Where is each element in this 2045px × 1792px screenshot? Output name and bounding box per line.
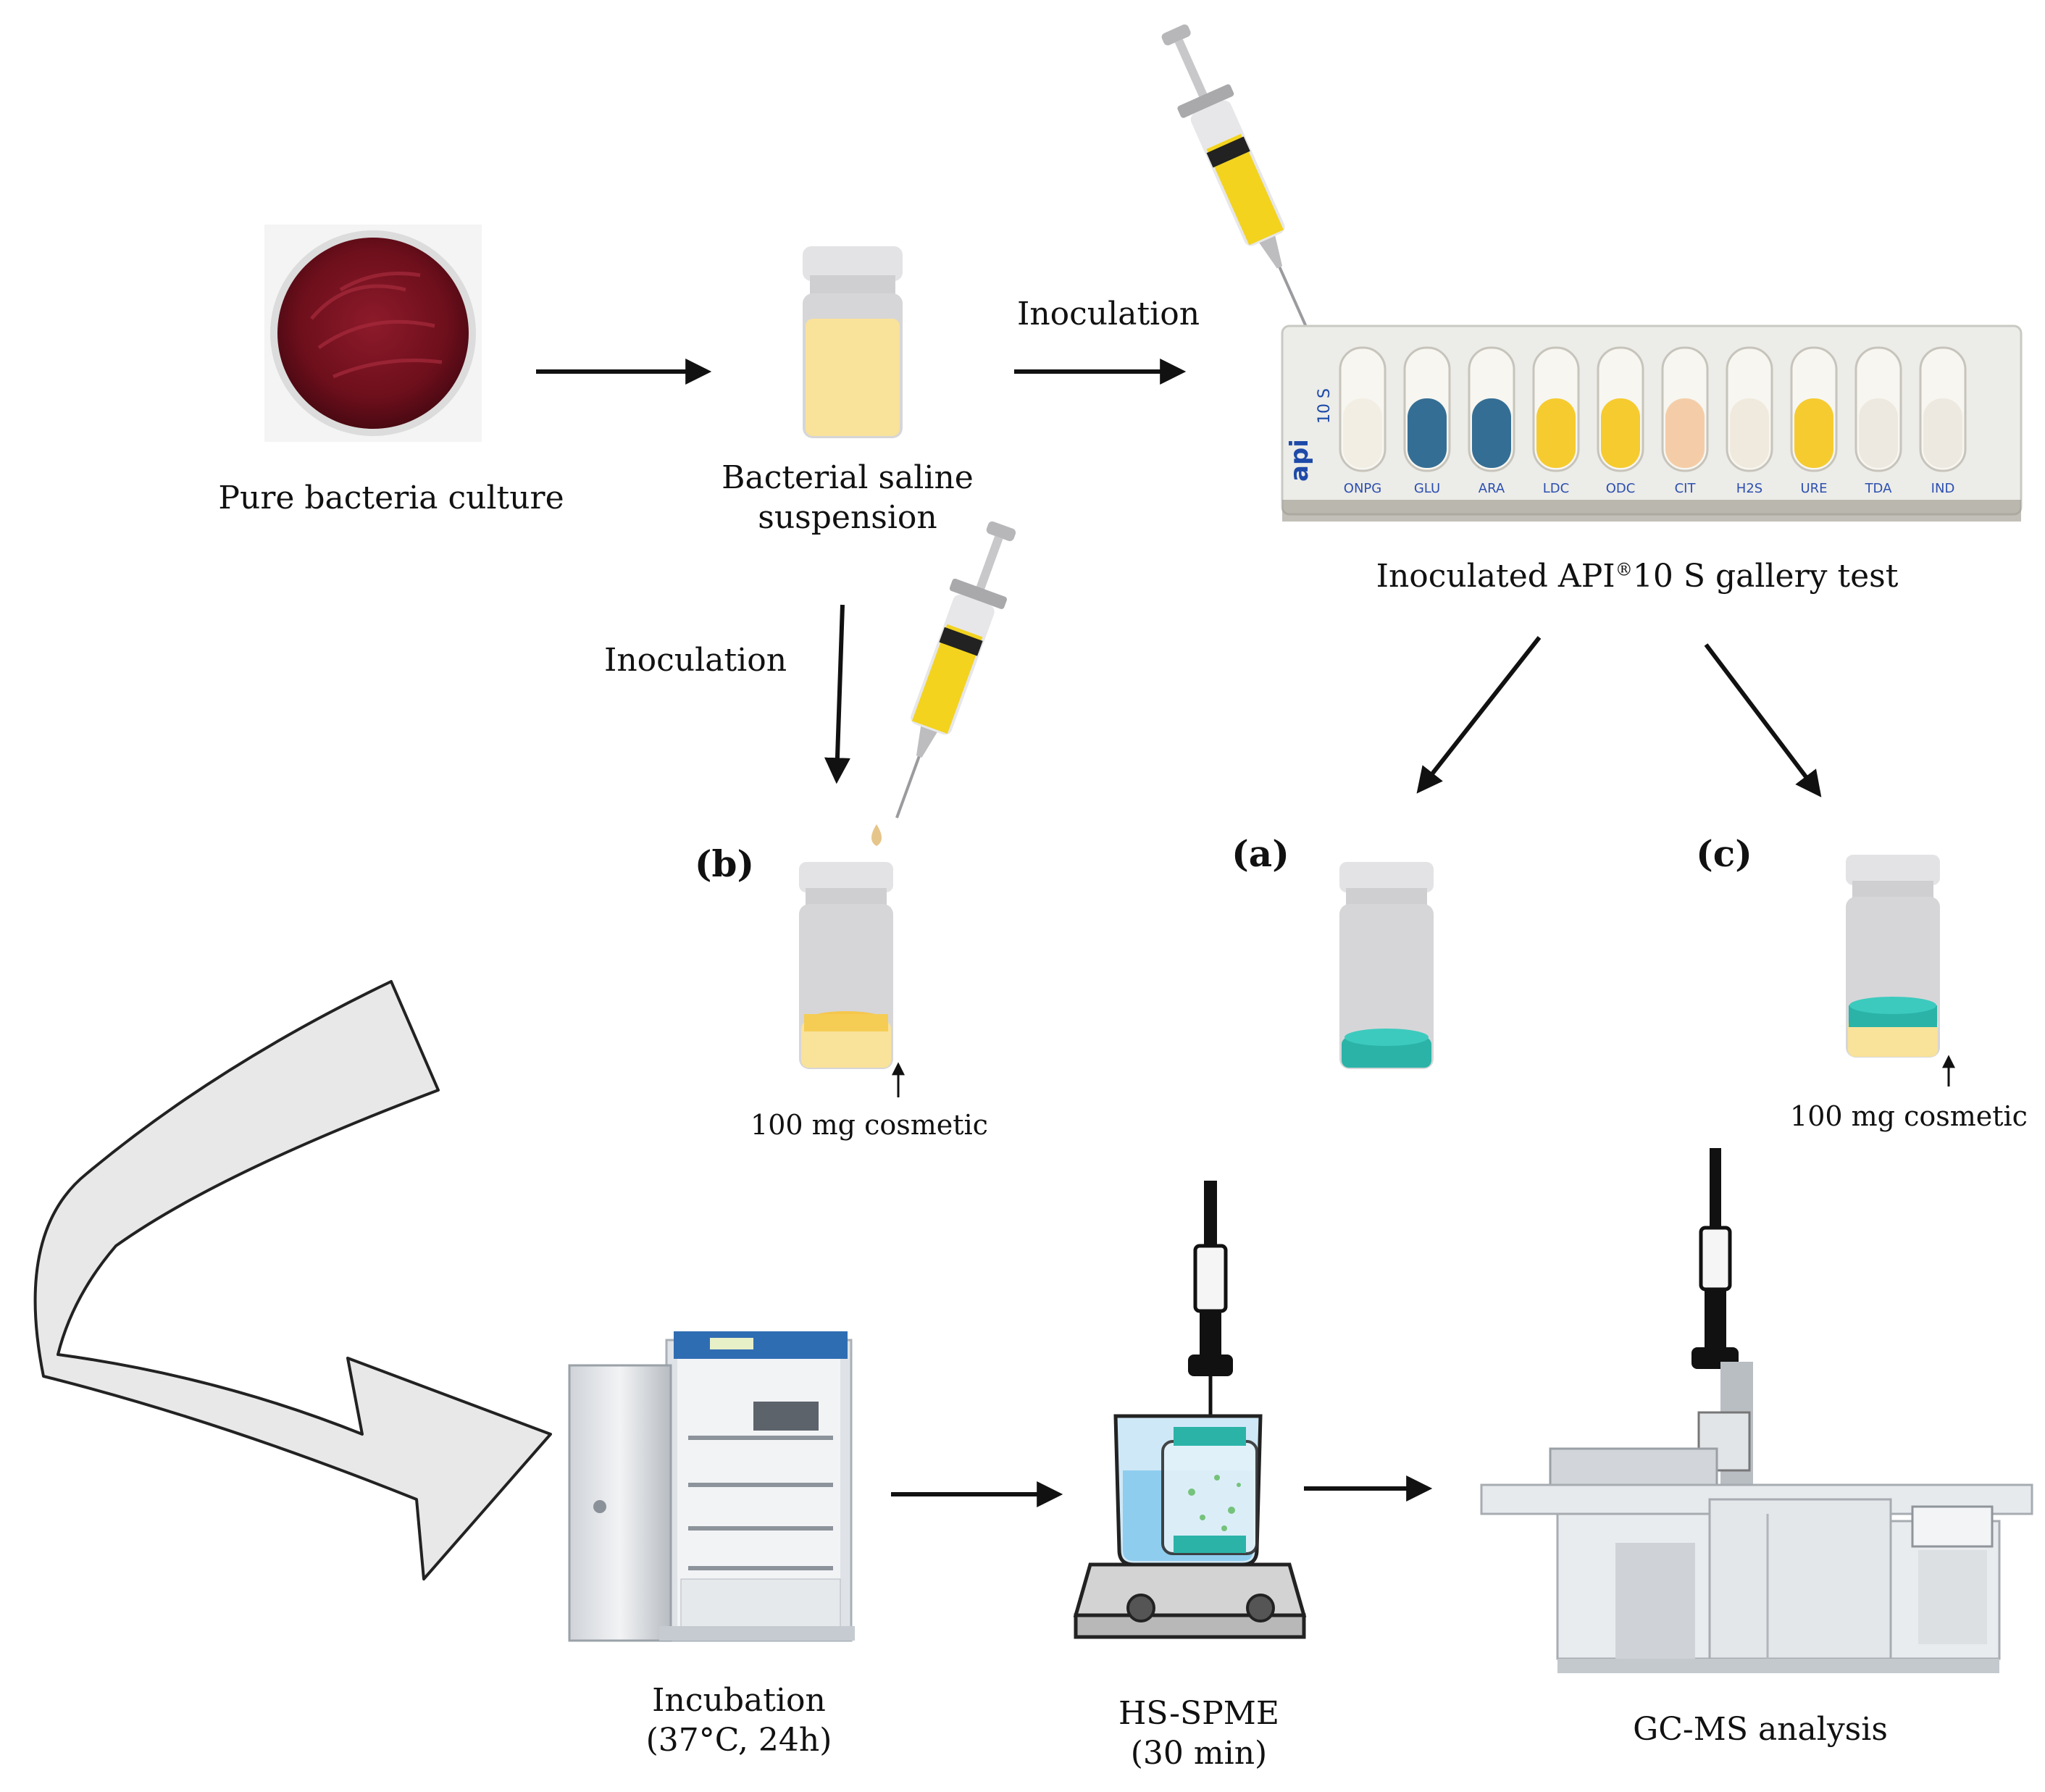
api-test-label: LDC [1543, 481, 1569, 496]
gcms-label: GC-MS analysis [1633, 1711, 1888, 1748]
pure-culture-label: Pure bacteria culture [218, 480, 564, 516]
api-well-liquid [1794, 398, 1833, 468]
api-well-liquid [1343, 398, 1382, 468]
arrow-suspension-to-b [824, 604, 850, 784]
hsspme-label-line1: HS-SPME [1118, 1695, 1279, 1732]
syringe-middle-icon [895, 521, 1016, 818]
api-well-liquid [1665, 398, 1705, 468]
api-test-label: GLU [1414, 481, 1440, 496]
api-code: 10 S [1316, 388, 1334, 424]
api-test-label: ODC [1606, 481, 1636, 496]
api-gallery-label: Inoculated API®10 S gallery test [1362, 556, 1912, 596]
vial-a-icon [1339, 862, 1434, 1069]
gcms-icon [1480, 1148, 2033, 1673]
hsspme-label: HS-SPME (30 min) [1079, 1693, 1318, 1773]
panel-b-label: (b) [694, 842, 755, 885]
suspension-label-line1: Bacterial saline [722, 459, 974, 496]
incubation-label-line1: Incubation [652, 1682, 826, 1719]
api-test-label: URE [1800, 481, 1827, 496]
api-test-label: TDA [1865, 481, 1893, 496]
api-test-label: CIT [1675, 481, 1697, 496]
api-well-liquid [1601, 398, 1640, 468]
vial-c-icon [1846, 855, 1940, 1058]
vial-b-icon [799, 862, 893, 1069]
api-well-liquid [1730, 398, 1769, 468]
api-brand-logo: api 10 S [1285, 388, 1334, 482]
api-test-label: ARA [1479, 481, 1505, 496]
api-strip-icon: api 10 S ONPG GLU ARA LDC ODC CIT H2S URE TDA IND [1281, 325, 2023, 522]
panel-c-label: (c) [1696, 832, 1752, 875]
inoculation-top-label: Inoculation [1016, 296, 1200, 332]
arrow-strip-to-c [1704, 643, 1822, 797]
droplet-icon [871, 824, 882, 846]
api-brand: api [1285, 439, 1314, 482]
api-well-liquid [1472, 398, 1511, 468]
api-test-label: ONPG [1344, 481, 1381, 496]
api-test-label: IND [1931, 481, 1955, 496]
api-wells: ONPG GLU ARA LDC ODC CIT H2S URE TDA IND [1339, 346, 1967, 496]
api-gallery-sup: ® [1615, 559, 1633, 580]
api-well-liquid [1859, 398, 1898, 468]
suspension-vial-icon [803, 246, 903, 438]
suspension-label-line2: suspension [758, 499, 937, 536]
hsspme-icon [1073, 1181, 1307, 1639]
cosmetic-c-label: 100 mg cosmetic [1790, 1100, 2028, 1132]
syringe-top-icon [1161, 24, 1310, 335]
api-gallery-post: 10 S gallery test [1632, 558, 1899, 595]
arrow-strip-to-a [1416, 636, 1542, 794]
panel-a-label: (a) [1231, 832, 1289, 875]
cosmetic-b-label: 100 mg cosmetic [750, 1109, 988, 1141]
api-gallery-pre: Inoculated API [1376, 558, 1615, 595]
api-well-liquid [1408, 398, 1447, 468]
incubator-icon [568, 1331, 855, 1642]
petri-dish-icon [264, 225, 482, 442]
suspension-label: Bacterial saline suspension [674, 458, 1021, 537]
incubation-label: Incubation (37°C, 24h) [619, 1680, 858, 1760]
inoculation-left-label: Inoculation [603, 642, 787, 679]
api-well-liquid [1923, 398, 1962, 468]
hsspme-label-line2: (30 min) [1130, 1735, 1268, 1772]
curved-return-arrow [33, 980, 552, 1580]
api-well-liquid [1536, 398, 1576, 468]
incubation-label-line2: (37°C, 24h) [645, 1722, 832, 1759]
api-test-label: H2S [1736, 481, 1762, 496]
